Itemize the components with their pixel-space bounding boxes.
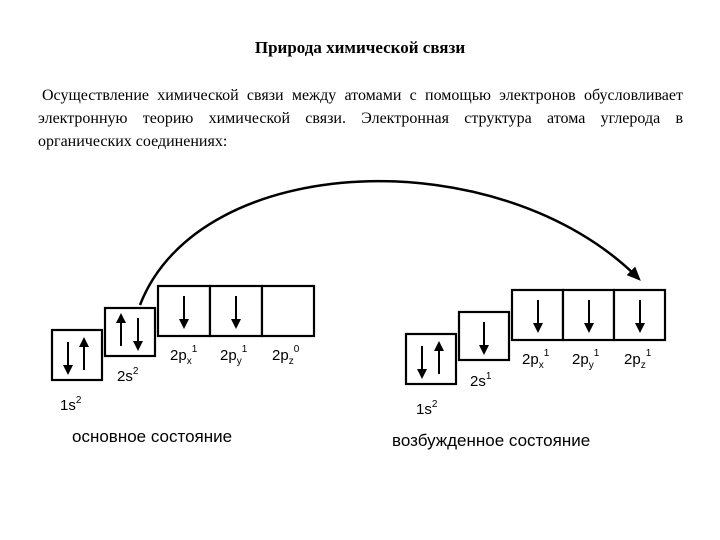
- excited-label-2py: 2py1: [572, 348, 600, 371]
- excited-state-caption: возбужденное состояние: [392, 431, 590, 450]
- ground-state-group: 1s2 2s2 2px1 2py1 2pz0 основное состояни…: [50, 284, 316, 446]
- excited-label-1s: 1s2: [416, 399, 438, 418]
- excited-orbital-1s: [404, 332, 458, 386]
- promotion-arrow: [138, 179, 641, 306]
- excited-state-group: 1s2 2s1 2px1 2py1 2pz1 возбужденное сост…: [392, 288, 667, 450]
- ground-orbital-2pz: [260, 284, 316, 338]
- page-title: Природа химической связи: [254, 38, 466, 57]
- ground-label-2s: 2s2: [117, 366, 139, 385]
- ground-state-caption: основное состояние: [72, 427, 232, 446]
- ground-label-1s: 1s2: [60, 395, 82, 414]
- ground-label-2px: 2px1: [170, 344, 198, 367]
- ground-orbital-1s: [50, 328, 104, 382]
- intro-paragraph: Осуществление химической связи между ато…: [38, 87, 683, 150]
- excited-label-2px: 2px1: [522, 348, 550, 371]
- excited-label-2pz: 2pz1: [624, 348, 652, 371]
- excited-label-2s: 2s1: [470, 371, 492, 390]
- ground-orbital-2s: [103, 306, 157, 358]
- ground-label-2py: 2py1: [220, 344, 248, 367]
- ground-label-2pz: 2pz0: [272, 344, 300, 367]
